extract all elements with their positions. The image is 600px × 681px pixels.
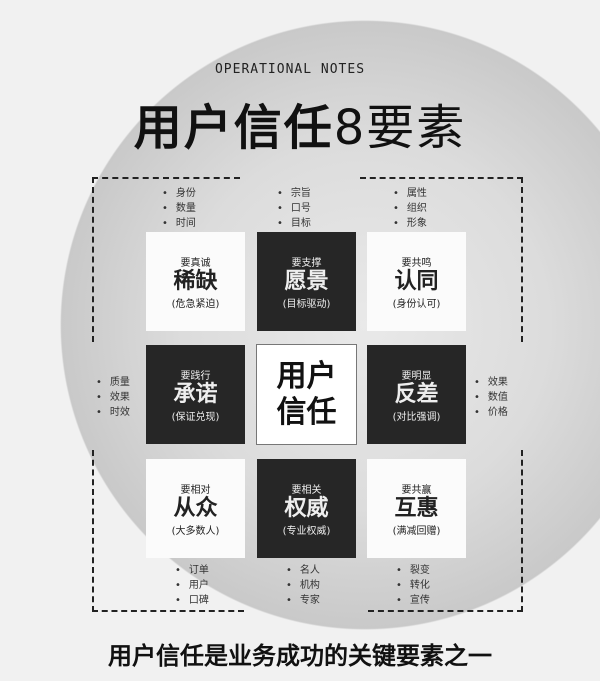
bullet-list: 属性组织形象 [393, 186, 427, 231]
page-title: 用户信任8要素 [0, 88, 600, 158]
bullet-list: 宗旨口号目标 [277, 186, 311, 231]
frame-dash [360, 177, 523, 179]
bullet-item: 订单 [175, 563, 209, 578]
bullet-item: 口号 [277, 201, 311, 216]
frame-dash [92, 610, 244, 612]
tile-note: (专业权威) [282, 525, 331, 537]
tile-vision: 要支撑愿景 (目标驱动) [257, 232, 356, 331]
tile-main: 从众 [173, 495, 218, 521]
tile-main: 愿景 [284, 268, 329, 294]
bullet-item: 专家 [286, 593, 320, 608]
tile-note: (对比强调) [392, 411, 441, 423]
tile-note: (目标驱动) [282, 298, 331, 310]
bullet-item: 目标 [277, 216, 311, 231]
bullet-item: 口碑 [175, 593, 209, 608]
bullet-item: 组织 [393, 201, 427, 216]
tile-pre: 要明显 [401, 370, 432, 382]
bullet-list: 身份数量时间 [162, 186, 196, 231]
tile-contrast: 要明显反差 (对比强调) [367, 345, 466, 444]
bullet-item: 名人 [286, 563, 320, 578]
frame-dash [92, 177, 94, 342]
tile-main: 承诺 [173, 381, 218, 407]
tile-authority: 要相关权威 (专业权威) [257, 459, 356, 558]
frame-dash [368, 610, 523, 612]
bullet-item: 身份 [162, 186, 196, 201]
tile-main: 认同 [394, 268, 439, 294]
title-light: 8要素 [333, 100, 467, 156]
title-bold: 用户信任 [133, 100, 334, 156]
center-tile: 用户信任 [256, 344, 357, 445]
bullet-item: 数量 [162, 201, 196, 216]
tile-pre: 要共赢 [401, 484, 432, 496]
frame-dash [521, 450, 523, 612]
tile-pre: 要共鸣 [401, 257, 432, 269]
bullet-item: 形象 [393, 216, 427, 231]
tile-pre: 要相关 [291, 484, 322, 496]
bullet-list: 名人机构专家 [286, 563, 320, 608]
bullet-list: 裂变转化宣传 [396, 563, 430, 608]
bullet-item: 数值 [474, 390, 508, 405]
bullet-list: 效果数值价格 [474, 375, 508, 420]
bullet-item: 时效 [96, 405, 130, 420]
bullet-list: 订单用户口碑 [175, 563, 209, 608]
bullet-item: 时间 [162, 216, 196, 231]
bullet-item: 价格 [474, 405, 508, 420]
tile-note: (大多数人) [171, 525, 220, 537]
center-line1: 用户 [276, 358, 337, 394]
tile-note: (身份认可) [392, 298, 441, 310]
tile-note: (保证兑现) [171, 411, 220, 423]
tile-main: 权威 [284, 495, 329, 521]
tile-scarcity: 要真诚稀缺 (危急紧迫) [146, 232, 245, 331]
tile-main: 互惠 [394, 495, 439, 521]
tile-pre: 要相对 [180, 484, 211, 496]
tile-herd: 要相对从众 (大多数人) [146, 459, 245, 558]
tile-note: (满减回赠) [392, 525, 441, 537]
bullet-item: 效果 [474, 375, 508, 390]
caption: 用户信任是业务成功的关键要素之一 [108, 642, 492, 670]
tile-note: (危急紧迫) [171, 298, 220, 310]
frame-dash [521, 177, 523, 342]
subtitle: OPERATIONAL NOTES [214, 62, 366, 77]
bullet-item: 属性 [393, 186, 427, 201]
tile-main: 反差 [394, 381, 439, 407]
tile-reciprocity: 要共赢互惠 (满减回赠) [367, 459, 466, 558]
bullet-item: 宗旨 [277, 186, 311, 201]
bullet-item: 质量 [96, 375, 130, 390]
frame-dash [92, 450, 94, 612]
tile-promise: 要践行承诺 (保证兑现) [146, 345, 245, 444]
bullet-item: 机构 [286, 578, 320, 593]
bullet-list: 质量效果时效 [96, 375, 130, 420]
bullet-item: 转化 [396, 578, 430, 593]
tile-pre: 要真诚 [180, 257, 211, 269]
frame-dash [92, 177, 240, 179]
tile-identity: 要共鸣认同 (身份认可) [367, 232, 466, 331]
bullet-item: 宣传 [396, 593, 430, 608]
tile-pre: 要支撑 [291, 257, 322, 269]
bullet-item: 效果 [96, 390, 130, 405]
tile-main: 稀缺 [173, 268, 218, 294]
bullet-item: 裂变 [396, 563, 430, 578]
tile-pre: 要践行 [180, 370, 211, 382]
center-line2: 信任 [276, 394, 337, 430]
bullet-item: 用户 [175, 578, 209, 593]
